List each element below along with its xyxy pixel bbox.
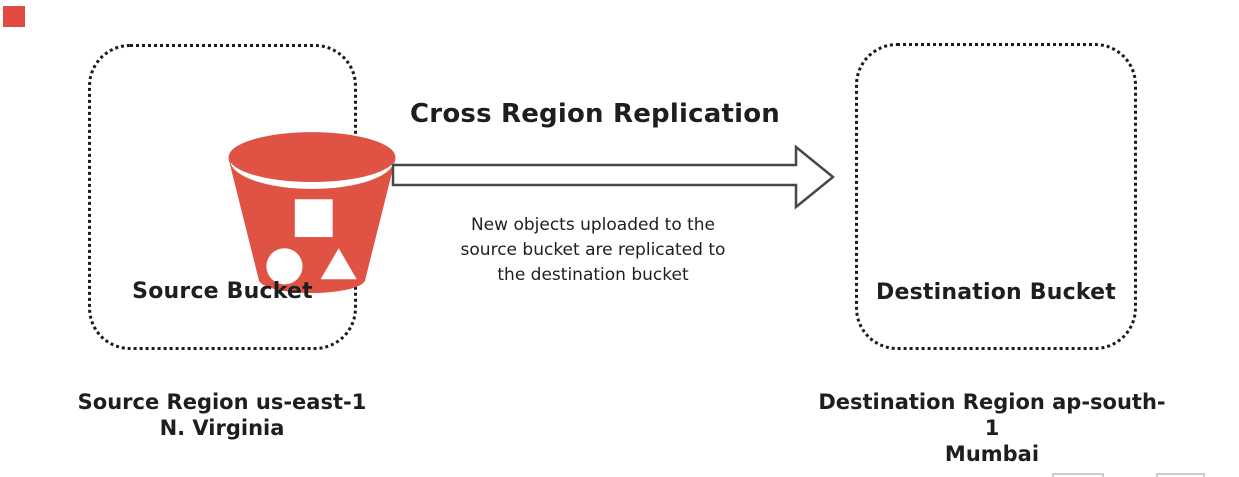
right-arrow-icon [391, 144, 835, 210]
destination-region-caption: Destination Region ap-south-1 Mumbai [817, 389, 1167, 467]
destination-region-line2: Mumbai [944, 442, 1040, 466]
s3-bucket-with-objects-icon [228, 132, 396, 293]
cutoff-grey-box [1156, 473, 1205, 477]
destination-region-line1: Destination Region ap-south-1 [818, 390, 1166, 440]
cutoff-grey-box [1052, 473, 1104, 477]
source-bucket-box: Source Bucket [88, 44, 396, 350]
description-line2: source bucket are replicated to [460, 240, 726, 260]
destination-bucket-label: Destination Bucket [876, 280, 1116, 305]
red-marker-square [3, 6, 25, 27]
description-line3: the destination bucket [497, 265, 689, 285]
source-region-caption: Source Region us-east-1 N. Virginia [47, 389, 397, 441]
replication-title: Cross Region Replication [410, 99, 780, 129]
source-region-line1: Source Region us-east-1 [77, 390, 367, 414]
source-bucket-label: Source Bucket [132, 279, 313, 304]
destination-bucket-box: Destination Bucket [855, 43, 1137, 350]
replication-description: New objects uploaded to the source bucke… [368, 213, 818, 288]
description-line1: New objects uploaded to the [470, 215, 716, 235]
source-region-line2: N. Virginia [159, 416, 285, 440]
